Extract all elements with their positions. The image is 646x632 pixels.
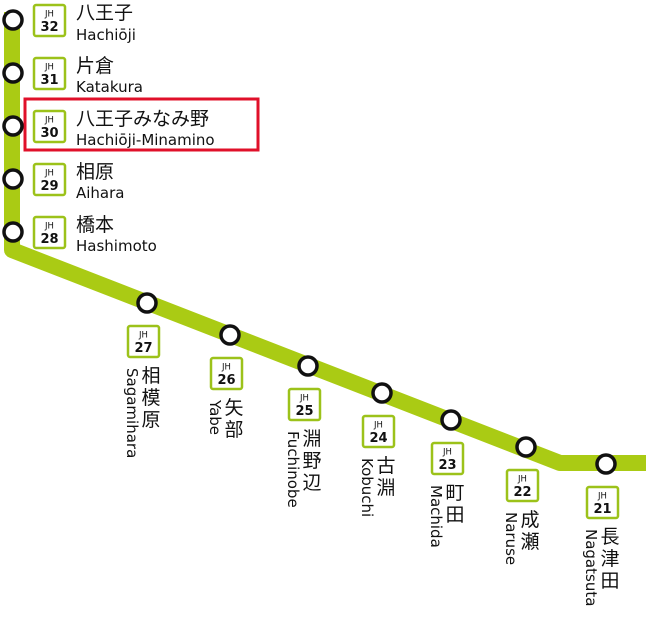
badge-frame xyxy=(209,356,244,391)
line-code: JH xyxy=(138,331,148,341)
station-number: 26 xyxy=(217,373,235,388)
line-code: JH xyxy=(299,394,309,404)
line-code: JH xyxy=(442,448,452,458)
station-name-en: Fuchinobe xyxy=(284,431,302,508)
station-name-ja: 淵野辺 xyxy=(302,428,321,494)
station-name-en: Naruse xyxy=(502,512,520,565)
station-number: 24 xyxy=(369,431,387,446)
station-name-en: Kobuchi xyxy=(358,458,376,517)
station-name-en: Yabe xyxy=(206,399,224,435)
station-number: 29 xyxy=(40,179,58,194)
badge-frame xyxy=(126,324,161,359)
station-name-ja: 古淵 xyxy=(376,455,395,499)
badge-frame xyxy=(32,109,67,144)
line-code: JH xyxy=(44,169,54,179)
station-list: JH32八王子HachiōjiJH31片倉KatakuraJH30八王子みなみ野… xyxy=(2,2,620,606)
station-marker[interactable] xyxy=(2,168,24,190)
station-marker[interactable] xyxy=(297,355,319,377)
station-number: 27 xyxy=(134,341,152,356)
station-name-en: Hachiōji xyxy=(76,26,136,44)
station-name-en: Katakura xyxy=(76,78,143,96)
station-number: 32 xyxy=(40,20,58,35)
badge-frame xyxy=(32,3,67,38)
badge-frame xyxy=(361,414,396,449)
station-marker[interactable] xyxy=(371,382,393,404)
badge-frame xyxy=(32,215,67,250)
station-number: 28 xyxy=(40,232,58,247)
station-marker[interactable] xyxy=(515,436,537,458)
station-marker[interactable] xyxy=(2,9,24,31)
line-code: JH xyxy=(517,475,527,485)
line-code: JH xyxy=(44,116,54,126)
station-name-en: Aihara xyxy=(76,184,125,202)
badge-frame xyxy=(430,441,465,476)
station-name-en: Hachiōji-Minamino xyxy=(76,131,215,149)
station-name-ja: 片倉 xyxy=(76,55,114,77)
station-number: 21 xyxy=(593,502,611,517)
badge-frame xyxy=(505,468,540,503)
station-name-en: Sagamihara xyxy=(123,368,141,458)
line-code: JH xyxy=(221,363,231,373)
badge-frame xyxy=(585,485,620,520)
station-name-en: Hashimoto xyxy=(76,237,157,255)
station-marker[interactable] xyxy=(219,324,241,346)
station-number: 30 xyxy=(40,126,58,141)
line-code: JH xyxy=(44,63,54,73)
line-code: JH xyxy=(597,492,607,502)
station-marker[interactable] xyxy=(595,453,617,475)
line-code: JH xyxy=(44,10,54,20)
station-marker[interactable] xyxy=(440,409,462,431)
station-number: 31 xyxy=(40,73,58,88)
station-name-ja: 相模原 xyxy=(141,365,160,431)
line-code: JH xyxy=(373,421,383,431)
station-name-ja: 橋本 xyxy=(76,214,114,236)
badge-frame xyxy=(32,162,67,197)
highlight-box xyxy=(23,97,260,152)
station-name-en: Nagatsuta xyxy=(582,529,600,606)
station-marker[interactable] xyxy=(136,292,158,314)
station-number: 23 xyxy=(438,458,456,473)
station-number: 22 xyxy=(513,485,531,500)
station-name-ja: 八王子 xyxy=(76,2,133,24)
station-name-ja: 長津田 xyxy=(600,526,619,592)
station-marker[interactable] xyxy=(2,62,24,84)
station-name-ja: 町田 xyxy=(445,482,464,526)
badge-frame xyxy=(287,387,322,422)
station-name-ja: 矢部 xyxy=(224,397,243,441)
station-marker[interactable] xyxy=(2,115,24,137)
station-number: 25 xyxy=(295,404,313,419)
station-name-ja: 成瀬 xyxy=(520,509,539,553)
station-name-ja: 八王子みなみ野 xyxy=(76,108,209,130)
line-code: JH xyxy=(44,222,54,232)
station-marker[interactable] xyxy=(2,221,24,243)
station-name-ja: 相原 xyxy=(76,161,114,183)
station-name-en: Machida xyxy=(427,485,445,548)
badge-frame xyxy=(32,56,67,91)
